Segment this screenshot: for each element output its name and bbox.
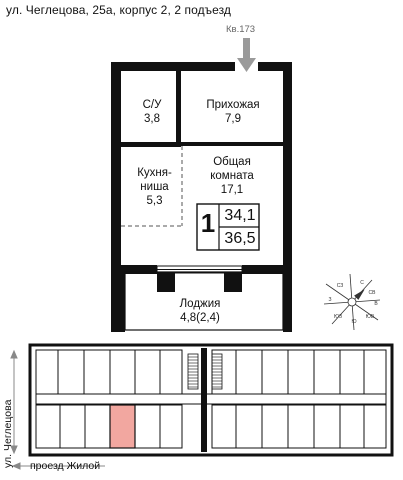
compass-label: ЮВ <box>366 314 375 320</box>
outer-walls <box>111 62 292 332</box>
compass-label: ЮЗ <box>334 314 342 320</box>
compass-label: СЗ <box>337 283 344 289</box>
hallway-label: Прихожая 7,9 <box>198 98 268 126</box>
kitchen-area: 5,3 <box>146 195 163 207</box>
loggia-outline <box>124 271 284 331</box>
bathroom-name: С/У <box>142 99 162 111</box>
street-bottom-label: проезд Жилой <box>30 460 101 472</box>
compass-label: Ю <box>351 319 356 325</box>
hallway-area: 7,9 <box>225 113 241 125</box>
kitchen-name-line2: ниша <box>140 181 169 193</box>
building-room <box>363 404 387 449</box>
highlighted-apartment[interactable] <box>109 404 136 449</box>
living-area-value: 34,1 <box>224 207 256 224</box>
building-room <box>363 349 387 395</box>
inner-walls <box>121 70 283 147</box>
apartment-ref-label: Кв.173 <box>226 24 256 35</box>
living-room-label: Общая комната 17,1 <box>197 155 267 197</box>
area-box <box>196 203 260 251</box>
compass-label: В <box>374 301 378 307</box>
living-name-line1: Общая <box>213 156 251 168</box>
hallway-name: Прихожая <box>206 99 260 111</box>
street-side-label: ул. Чеглецова <box>2 399 14 468</box>
loggia-label: Лоджия 4,8(2,4) <box>160 297 240 325</box>
entrance-arrow-icon <box>237 38 256 72</box>
kitchen-label: Кухня- ниша 5,3 <box>127 166 182 208</box>
bathroom-label: С/У 3,8 <box>131 98 173 126</box>
living-area: 17,1 <box>220 184 244 196</box>
address-title: ул. Чеглецова, 25а, корпус 2, 2 подъезд <box>6 3 232 17</box>
compass-label: З <box>328 297 331 303</box>
bathroom-area: 3,8 <box>144 113 160 125</box>
loggia-pillar-left <box>157 273 175 292</box>
living-name-line2: комната <box>210 170 254 182</box>
loggia-area: 4,8(2,4) <box>180 312 220 324</box>
loggia-pillar-right <box>224 273 242 292</box>
loggia-name: Лоджия <box>179 298 221 310</box>
compass-label: СВ <box>369 290 377 296</box>
building-stairs <box>188 356 222 388</box>
compass-labels: С СВ В ЮВ Ю ЮЗ З СЗ <box>328 280 378 325</box>
street-arrows <box>10 349 105 470</box>
building-room <box>159 349 183 395</box>
compass-label: С <box>360 280 364 286</box>
kitchen-niche-boundary <box>121 146 183 227</box>
rooms-count: 1 <box>200 208 216 238</box>
compass-rose <box>323 273 381 331</box>
building-floorplan <box>28 343 394 457</box>
building-rooms <box>35 349 387 449</box>
kitchen-name-line1: Кухня- <box>137 167 172 179</box>
building-room <box>159 404 183 449</box>
balcony-window <box>156 265 243 274</box>
total-area-value: 36,5 <box>224 230 256 247</box>
building-room <box>84 404 111 449</box>
